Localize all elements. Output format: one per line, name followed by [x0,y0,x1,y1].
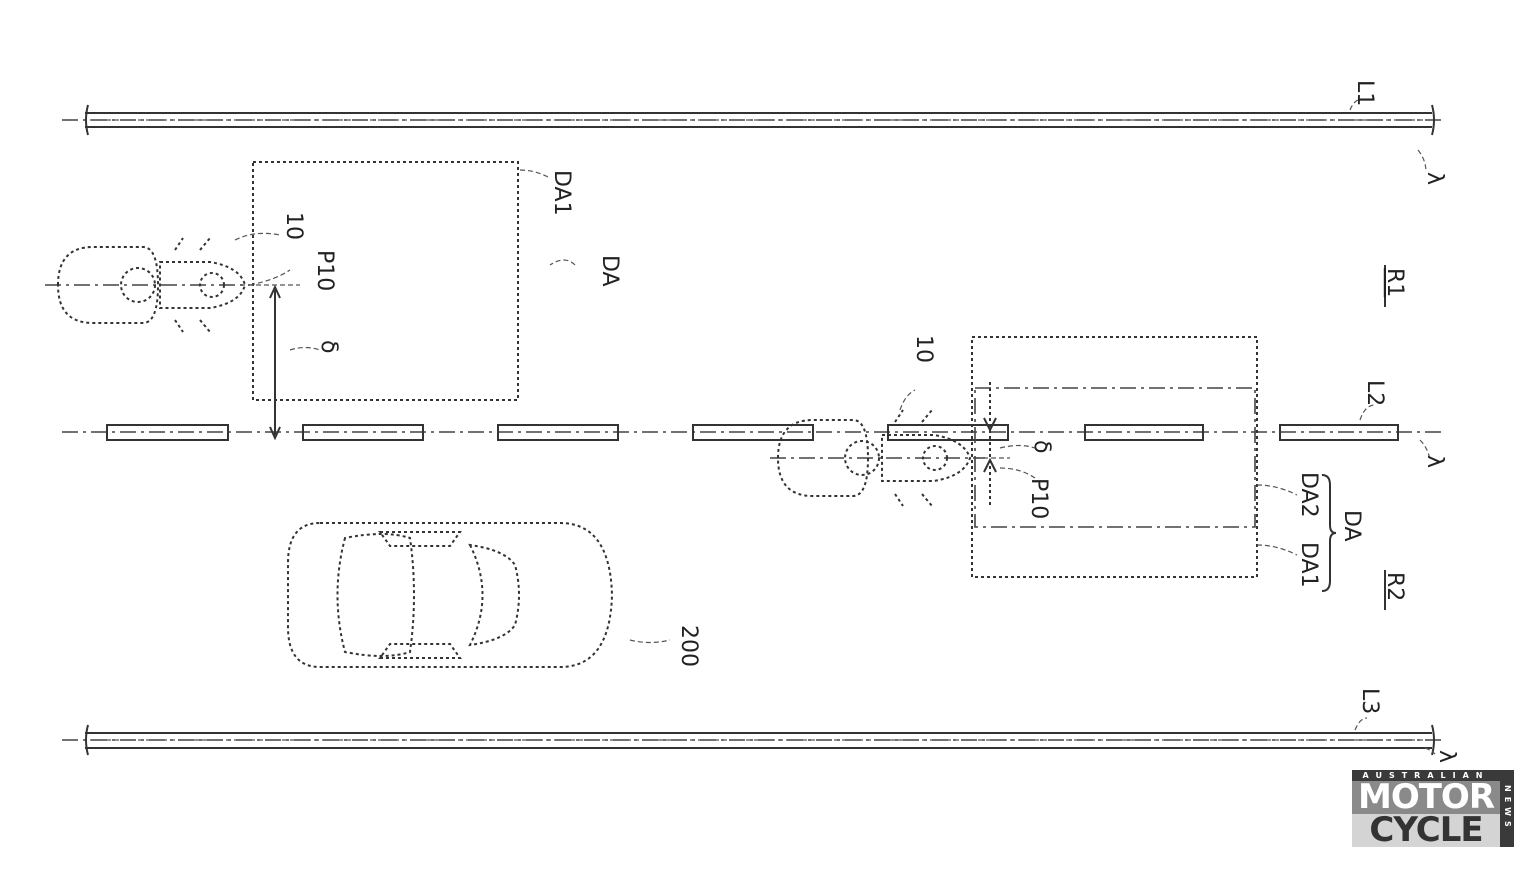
detection-area-da1-top [252,161,519,401]
label-r1: R1 [1382,268,1407,297]
label-lambda-3: λ [1434,750,1459,763]
label-r2: R2 [1382,572,1407,601]
label-lambda-2: λ [1422,455,1447,468]
label-da-bottom: DA [1339,510,1364,542]
motorcycle-bottom [770,409,985,507]
label-da1-top: DA1 [549,170,574,216]
label-lambda-1: λ [1422,172,1447,185]
offset-arrow-bottom [975,382,1010,507]
lane-line-l1 [62,104,1445,136]
motorcycle-top [45,237,250,333]
watermark-logo: AUSTRALIAN MOTOR CYCLE NEWS [1352,770,1514,852]
label-p10-top: P10 [312,250,337,291]
label-vehicle-bottom: 10 [911,335,936,363]
car-200 [287,522,614,668]
lane-line-l3 [62,724,1445,756]
label-da2-bottom: DA2 [1296,472,1321,518]
logo-motor-text: MOTOR [1352,781,1500,814]
logo-top-text: AUSTRALIAN [1352,770,1500,781]
label-delta-bottom: δ [1029,440,1054,453]
label-da-top: DA [597,255,622,287]
label-l1: L1 [1352,80,1377,106]
label-p10-bottom: P10 [1026,478,1051,519]
label-l2: L2 [1362,380,1387,406]
logo-side-text: NEWS [1500,770,1514,847]
label-delta-top: δ [316,340,341,353]
logo-cycle-text: CYCLE [1352,814,1500,847]
label-vehicle-top: 10 [281,212,306,240]
offset-arrow-top [240,284,300,441]
label-l3: L3 [1357,688,1382,714]
lane-line-l2 [62,424,1445,441]
label-da1-bottom: DA1 [1296,542,1321,588]
detection-area-da1-bottom [971,336,1258,578]
label-car: 200 [676,625,701,667]
detection-area-da2-bottom [974,387,1256,528]
